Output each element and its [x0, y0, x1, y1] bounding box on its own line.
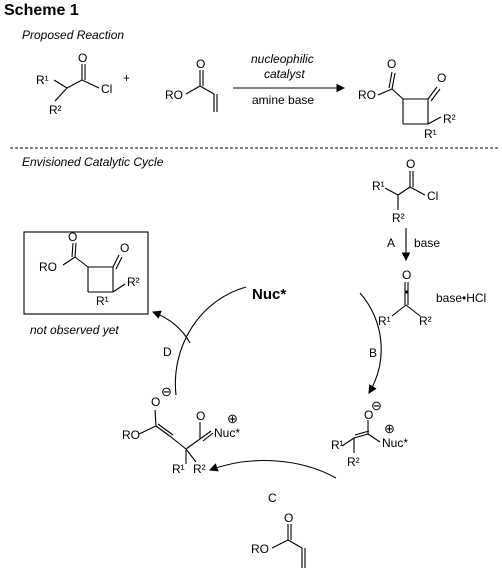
r2-label: R² [347, 455, 360, 469]
acyl-ammonium-enolate-structure [341, 420, 381, 453]
oxygen-label: O [78, 51, 87, 65]
chlorine-label: Cl [101, 82, 112, 96]
r1-label: R¹ [378, 314, 391, 328]
oxygen-label: O [68, 230, 77, 244]
oxygen-label: O [196, 57, 205, 71]
nuc-label: Nuc* [382, 436, 408, 450]
not-observed-note: not observed yet [30, 323, 119, 337]
r1-label: R¹ [372, 179, 385, 193]
oxygen-label: O [120, 241, 129, 255]
step-b-label: B [369, 346, 377, 360]
bottom-acrylate-structure [271, 524, 306, 568]
r2-label: R² [392, 211, 405, 225]
catalyst-label-line1: nucleophilic [251, 52, 314, 66]
ro-label: RO [122, 428, 140, 442]
catalyst-nuc: Nuc* [252, 286, 286, 303]
michael-adduct-structure [138, 409, 214, 464]
r1-label: R¹ [331, 438, 344, 452]
ro-label: RO [39, 260, 57, 274]
oxygen-label: O [364, 408, 373, 422]
positive-charge: ⊕ [227, 411, 238, 426]
cyclobutanone-product-structure [377, 71, 442, 125]
ketene-dot [405, 290, 409, 294]
oxygen-label: O [402, 268, 411, 282]
acrylate-structure [185, 70, 218, 112]
step-d-label: D [163, 345, 172, 359]
oxygen-label: O [387, 57, 396, 71]
r1-label: R¹ [36, 73, 49, 87]
proposed-reaction-heading: Proposed Reaction [22, 28, 125, 42]
r1-label: R¹ [172, 462, 185, 476]
amine-base-label: amine base [252, 93, 314, 107]
step-a-label: A [387, 236, 395, 250]
chlorine-label: Cl [427, 189, 438, 203]
step-c-arrow [208, 460, 337, 479]
step-a-reagent: base [414, 236, 440, 250]
product-box [23, 231, 149, 315]
positive-charge: ⊕ [384, 421, 395, 436]
ro-label: RO [358, 88, 376, 102]
ro-label: RO [165, 88, 183, 102]
boxed-product-structure [62, 242, 126, 293]
acid-chloride-structure [53, 64, 100, 102]
step-b-arrow [359, 292, 382, 394]
negative-charge: ⊖ [371, 398, 382, 413]
plus-sign: + [123, 71, 130, 85]
oxygen-label: O [406, 157, 415, 171]
catalytic-cycle-heading: Envisioned Catalytic Cycle [22, 155, 164, 169]
oxygen-label: O [284, 511, 293, 525]
scheme-title: Scheme 1 [4, 2, 79, 19]
cycle-acid-chloride-structure [384, 171, 426, 210]
cycle-arc-left [174, 286, 247, 396]
oxygen-label: O [196, 409, 205, 423]
r2-label: R² [419, 314, 432, 328]
oxygen-label: O [151, 395, 160, 409]
ro-label: RO [251, 542, 269, 556]
byproduct-label: base•HCl [436, 291, 486, 305]
r1-label: R¹ [96, 294, 109, 308]
r2-label: R² [49, 103, 62, 117]
r2-label: R² [443, 112, 456, 126]
step-d-arrow [151, 310, 191, 344]
r2-label: R² [193, 462, 206, 476]
r2-label: R² [127, 275, 140, 289]
negative-charge: ⊖ [161, 384, 172, 399]
oxygen-label: O [437, 71, 446, 85]
nuc-label: Nuc* [214, 426, 240, 440]
step-c-label: C [268, 491, 277, 505]
catalyst-label-line2: catalyst [264, 67, 305, 81]
r1-label: R¹ [424, 127, 437, 141]
ketene-structure [391, 282, 421, 317]
